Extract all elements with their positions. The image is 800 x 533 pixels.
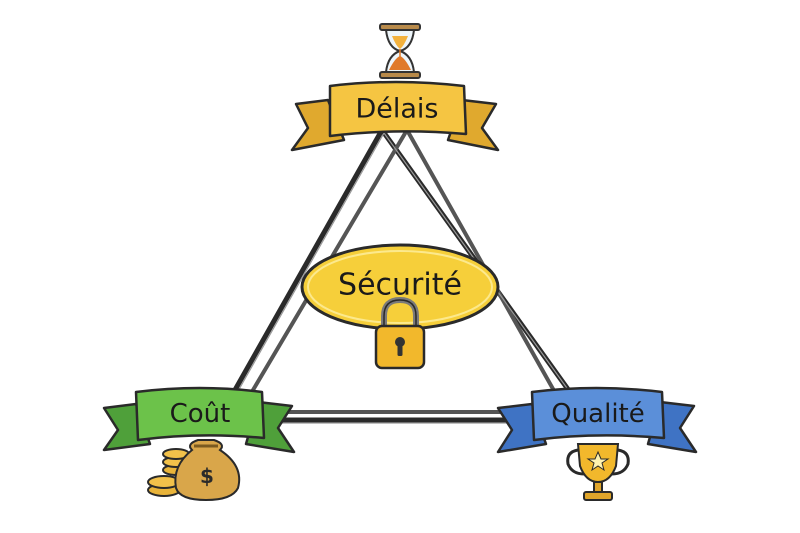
top-banner: Délais (292, 82, 498, 150)
right-banner: Qualité (498, 388, 696, 452)
trophy-icon (568, 444, 629, 500)
center-badge: Sécurité (302, 245, 498, 329)
left-label: Coût (170, 399, 231, 429)
svg-text:$: $ (200, 464, 214, 488)
money-bag-coins-icon: $ (148, 440, 239, 500)
right-label: Qualité (551, 399, 645, 429)
top-label: Délais (355, 94, 438, 125)
hourglass-icon (380, 24, 420, 78)
